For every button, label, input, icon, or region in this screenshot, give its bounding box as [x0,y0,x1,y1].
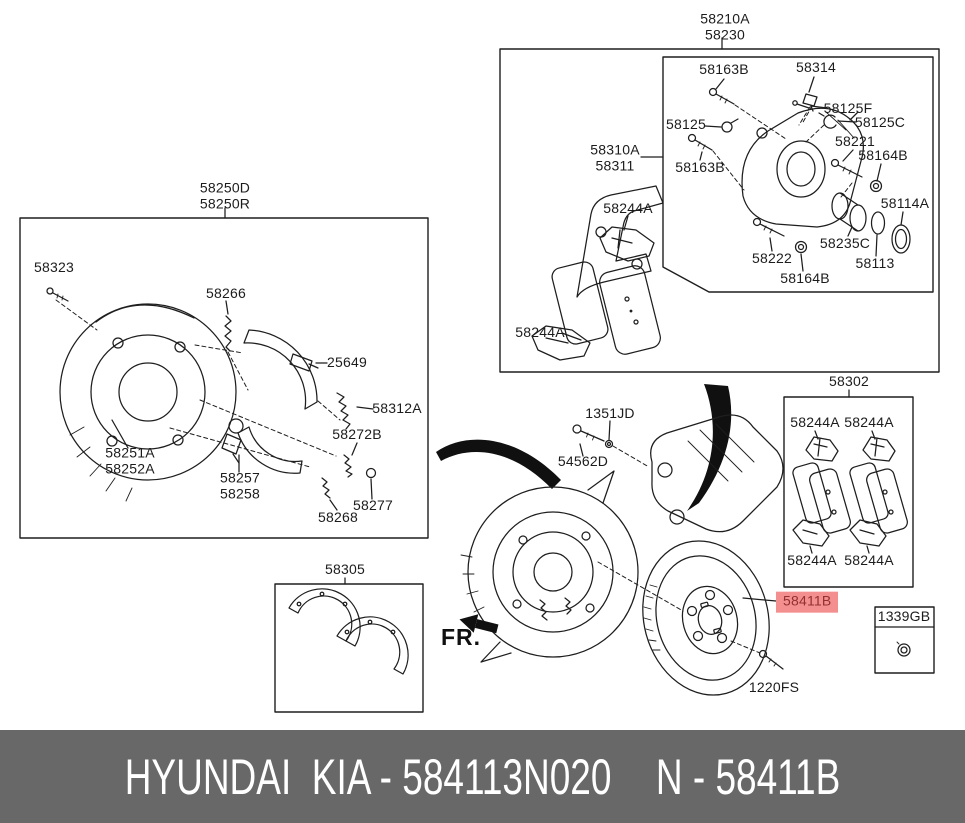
bolt-58221 [830,158,863,178]
bolt-1351jd [572,424,614,449]
label-58268: 58268 [318,509,358,526]
label-58310a-58311: 58310A 58311 [590,141,640,173]
label-58221: 58221 [835,133,875,150]
center-assembly-drawing [436,384,784,696]
swoosh-left [436,439,561,489]
seal-58114a [891,224,911,254]
bolt-58222 [752,217,785,237]
shoe-kit-box [274,583,424,713]
fr-direction-label: FR. [440,624,482,651]
label-58235c: 58235C [819,235,871,252]
shoe-hold-spring [224,315,232,352]
clip-58125c [818,112,837,129]
shoe-adjuster [221,418,244,464]
guide-bolt-top [708,87,735,105]
caliper-box [499,48,940,373]
nut-58164b-right [869,179,883,193]
label-58277: 58277 [353,497,393,514]
label-58305: 58305 [325,561,365,578]
label-54562d: 54562D [557,453,609,470]
label-58244a-kit-tr: 58244A [844,414,894,431]
adjuster-spring [321,477,331,499]
shoe-kit-drawing [288,588,409,675]
footer-banner: HYUNDAI KIA - 584113N020 N - 58411B [0,730,965,823]
nut-kit-box [874,606,935,674]
seal-58113 [870,211,886,235]
brake-pad-outer [599,265,661,355]
caliper-inner-box [662,56,934,293]
caliper-assembly-drawing [531,87,911,361]
label-58163b-lower: 58163B [675,159,725,176]
brake-shoe-upper [243,329,318,410]
banner-reference-text: N - 58411B [655,748,841,805]
label-58266: 58266 [206,285,246,302]
nut-kit-drawing [896,641,911,657]
bolt-1220fs [758,649,784,670]
label-58302: 58302 [829,373,869,390]
nut-58164b-bottom [794,240,808,254]
label-1339gb: 1339GB [877,608,931,625]
label-58312a: 58312A [372,400,422,417]
label-58244a-kit-bl: 58244A [787,552,837,569]
label-58125: 58125 [666,116,706,133]
label-58244a-kit-br: 58244A [844,552,894,569]
label-58125f: 58125F [823,100,873,117]
center-leader-lines [579,420,777,602]
carrier-bracket [576,185,664,298]
guide-bolt-lower [687,133,713,151]
label-58323: 58323 [34,259,74,276]
caliper-box-leader-lines [561,76,904,341]
banner-part-number-text: HYUNDAI KIA - 584113N020 [124,748,612,805]
label-25649: 25649 [327,354,367,371]
pin-58125f [792,100,810,109]
pad-shim-bottom [531,325,591,361]
label-58272b: 58272B [332,426,382,443]
fr-direction-arrow-icon [459,614,499,634]
cap-58125 [721,118,739,133]
backing-plate-assembled [467,486,639,658]
plate-bolt [46,287,69,302]
brake-pad-inner [551,261,609,345]
label-58251a-58252a: 58251A 58252A [105,444,155,476]
brake-disc-rotor [642,540,770,696]
return-spring-upper [336,392,351,430]
left-box-leader-lines [55,299,374,511]
label-58411b-highlighted[interactable]: 58411B [776,591,839,613]
label-1220fs: 1220FS [748,679,800,696]
label-58222: 58222 [752,250,792,267]
label-1351jd: 1351JD [585,405,635,422]
label-58257-58258: 58257 58258 [220,469,260,501]
parking-brake-box [19,217,429,539]
label-58314: 58314 [796,59,836,76]
brake-shoe-lower [237,426,303,474]
piston-58235c [831,192,867,232]
retainer-ring [365,467,377,479]
parking-brake-assembly-drawing [46,287,377,502]
group-boxes [19,37,940,713]
label-58210a-58230: 58210A 58230 [700,10,750,42]
swoosh-right [687,384,732,511]
label-58244a-kit-tl: 58244A [790,414,840,431]
box-title-ticks [224,37,850,585]
footer-banner-text: HYUNDAI KIA - 584113N020 N - 58411B [125,748,841,806]
label-58163b-top: 58163B [699,61,749,78]
pad-kit-drawing [792,430,908,554]
label-58164b-bottom: 58164B [780,270,830,287]
label-58244a-bottom: 58244A [515,324,565,341]
label-58250d-58250r: 58250D 58250R [199,179,251,211]
label-58125c: 58125C [854,114,906,131]
caliper-body [741,107,864,228]
label-58113: 58113 [855,255,895,272]
caliper-assembled [650,414,784,533]
shoe-strut [289,353,319,372]
label-58114a: 58114A [880,195,930,212]
label-58244a-top: 58244A [603,200,653,217]
pad-shim-top [599,226,655,262]
label-58164b-right: 58164B [858,147,908,164]
return-spring-lower [343,454,353,478]
